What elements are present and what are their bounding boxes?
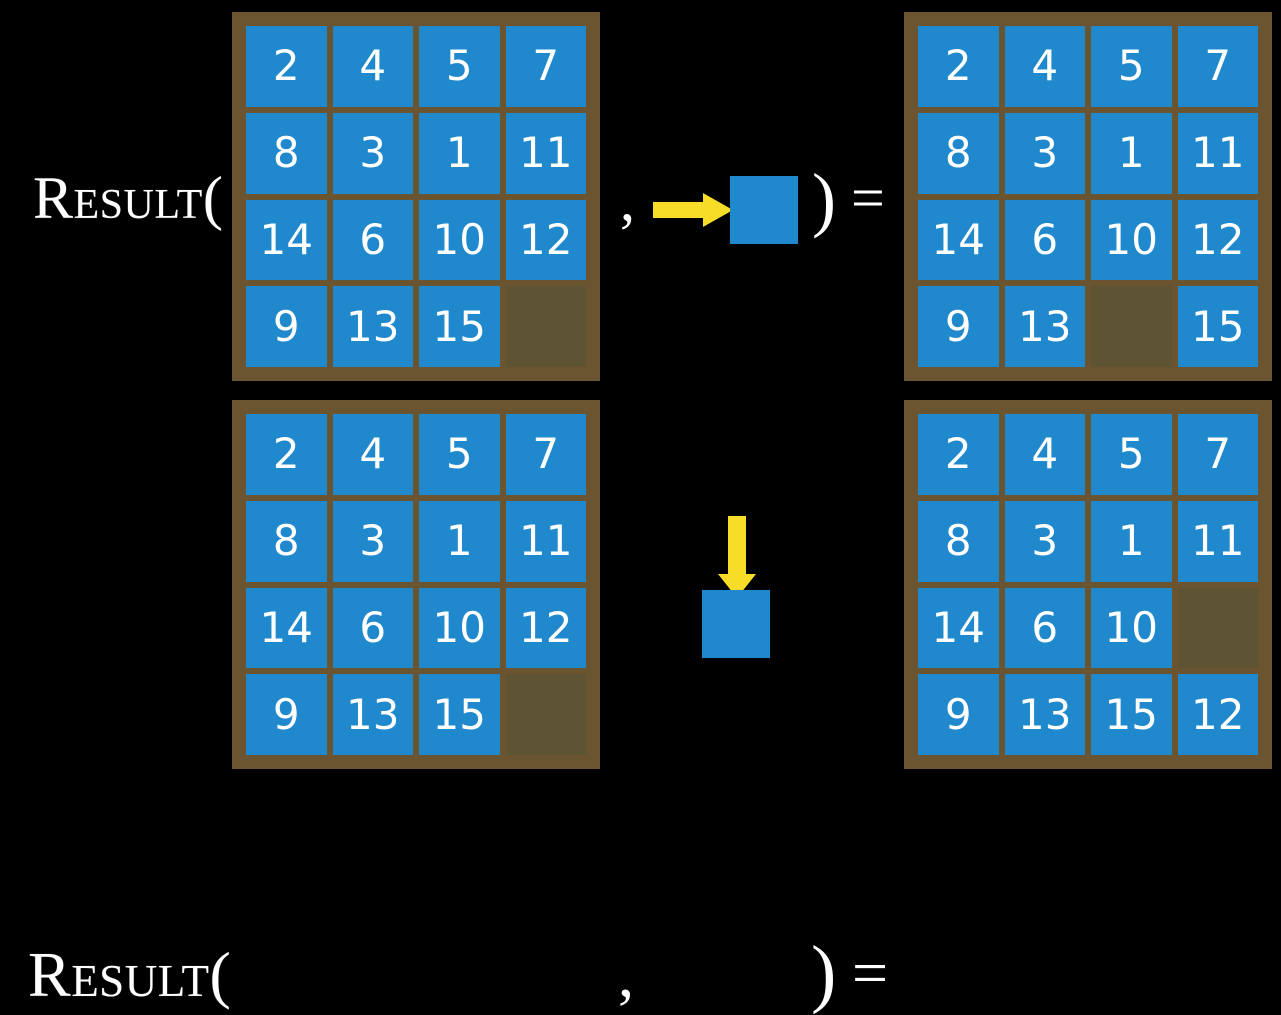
puzzle-tile[interactable]: 5 [419, 26, 500, 107]
puzzle-tile[interactable]: 6 [1004, 587, 1085, 669]
puzzle-blank-cell [505, 674, 586, 755]
blank-target-square-row-2 [702, 590, 770, 658]
puzzle-tile[interactable]: 9 [918, 286, 999, 367]
puzzle-tile[interactable]: 4 [1004, 414, 1085, 495]
equals-sign-row-2: = [852, 937, 889, 1008]
puzzle-tile[interactable]: 6 [332, 587, 413, 669]
puzzle-tile[interactable]: 13 [1004, 286, 1085, 367]
arrow-down-icon [718, 516, 756, 598]
puzzle-tile[interactable]: 14 [246, 199, 327, 281]
puzzle-tile[interactable]: 13 [1004, 674, 1085, 755]
puzzle-tile[interactable]: 13 [332, 286, 413, 367]
puzzle-tile[interactable]: 9 [246, 674, 327, 755]
puzzle-tile[interactable]: 8 [246, 500, 327, 582]
arrow-right-icon [653, 193, 733, 227]
puzzle-tile[interactable]: 15 [1177, 286, 1258, 367]
blank-target-square-row-1 [730, 176, 798, 244]
puzzle-tile[interactable]: 7 [1177, 26, 1258, 107]
puzzle-tile[interactable]: 12 [505, 587, 586, 669]
puzzle-tile[interactable]: 15 [1091, 674, 1172, 755]
puzzle-tile[interactable]: 2 [246, 26, 327, 107]
puzzle-tile[interactable]: 5 [419, 414, 500, 495]
puzzle-tile[interactable]: 2 [918, 414, 999, 495]
puzzle-tile[interactable]: 11 [1177, 500, 1258, 582]
puzzle-tile[interactable]: 8 [918, 112, 999, 194]
puzzle-blank-cell [1091, 286, 1172, 367]
comma-separator-row-2: , [618, 939, 634, 1010]
puzzle-tile[interactable]: 14 [246, 587, 327, 669]
puzzle-tile[interactable]: 11 [505, 112, 586, 194]
puzzle-tile[interactable]: 7 [505, 26, 586, 107]
puzzle-tile[interactable]: 1 [419, 112, 500, 194]
puzzle-tile[interactable]: 6 [1004, 199, 1085, 281]
puzzle-tile[interactable]: 12 [1177, 674, 1258, 755]
puzzle-tile[interactable]: 6 [332, 199, 413, 281]
puzzle-tile[interactable]: 3 [332, 112, 413, 194]
result-label-row-1: Result( [33, 165, 224, 231]
puzzle-tile[interactable]: 9 [246, 286, 327, 367]
puzzle-tile[interactable]: 13 [332, 674, 413, 755]
puzzle-tile[interactable]: 10 [1091, 587, 1172, 669]
puzzle-tile[interactable]: 4 [1004, 26, 1085, 107]
equals-sign-row-1: = [851, 165, 885, 231]
puzzle-tile[interactable]: 10 [419, 199, 500, 281]
puzzle-blank-cell [505, 286, 586, 367]
puzzle-tile[interactable]: 4 [332, 414, 413, 495]
puzzle-blank-cell [1177, 587, 1258, 669]
result-label-row-2: Result( [28, 939, 232, 1010]
puzzle-tile[interactable]: 3 [332, 500, 413, 582]
puzzle-tile[interactable]: 11 [505, 500, 586, 582]
puzzle-tile[interactable]: 15 [419, 286, 500, 367]
puzzle-tile[interactable]: 1 [1091, 500, 1172, 582]
puzzle-tile[interactable]: 14 [918, 587, 999, 669]
close-paren-row-2: ) [811, 931, 837, 1015]
puzzle-tile[interactable]: 9 [918, 674, 999, 755]
puzzle-tile[interactable]: 10 [419, 587, 500, 669]
puzzle-tile[interactable]: 1 [419, 500, 500, 582]
puzzle-tile[interactable]: 12 [1177, 199, 1258, 281]
puzzle-tile[interactable]: 5 [1091, 414, 1172, 495]
puzzle-tile[interactable]: 8 [246, 112, 327, 194]
puzzle-tile[interactable]: 8 [918, 500, 999, 582]
puzzle-tile[interactable]: 14 [918, 199, 999, 281]
puzzle-tile[interactable]: 3 [1004, 500, 1085, 582]
puzzle-tile[interactable]: 5 [1091, 26, 1172, 107]
puzzle-tile[interactable]: 15 [419, 674, 500, 755]
puzzle-tile[interactable]: 10 [1091, 199, 1172, 281]
puzzle-tile[interactable]: 7 [505, 414, 586, 495]
puzzle-tile[interactable]: 11 [1177, 112, 1258, 194]
close-paren-row-1: ) [812, 159, 836, 239]
puzzle-tile[interactable]: 4 [332, 26, 413, 107]
comma-separator-row-1: , [620, 167, 635, 233]
puzzle-tile[interactable]: 12 [505, 199, 586, 281]
puzzle-tile[interactable]: 7 [1177, 414, 1258, 495]
puzzle-tile[interactable]: 2 [918, 26, 999, 107]
puzzle-tile[interactable]: 2 [246, 414, 327, 495]
puzzle-tile[interactable]: 3 [1004, 112, 1085, 194]
puzzle-tile[interactable]: 1 [1091, 112, 1172, 194]
